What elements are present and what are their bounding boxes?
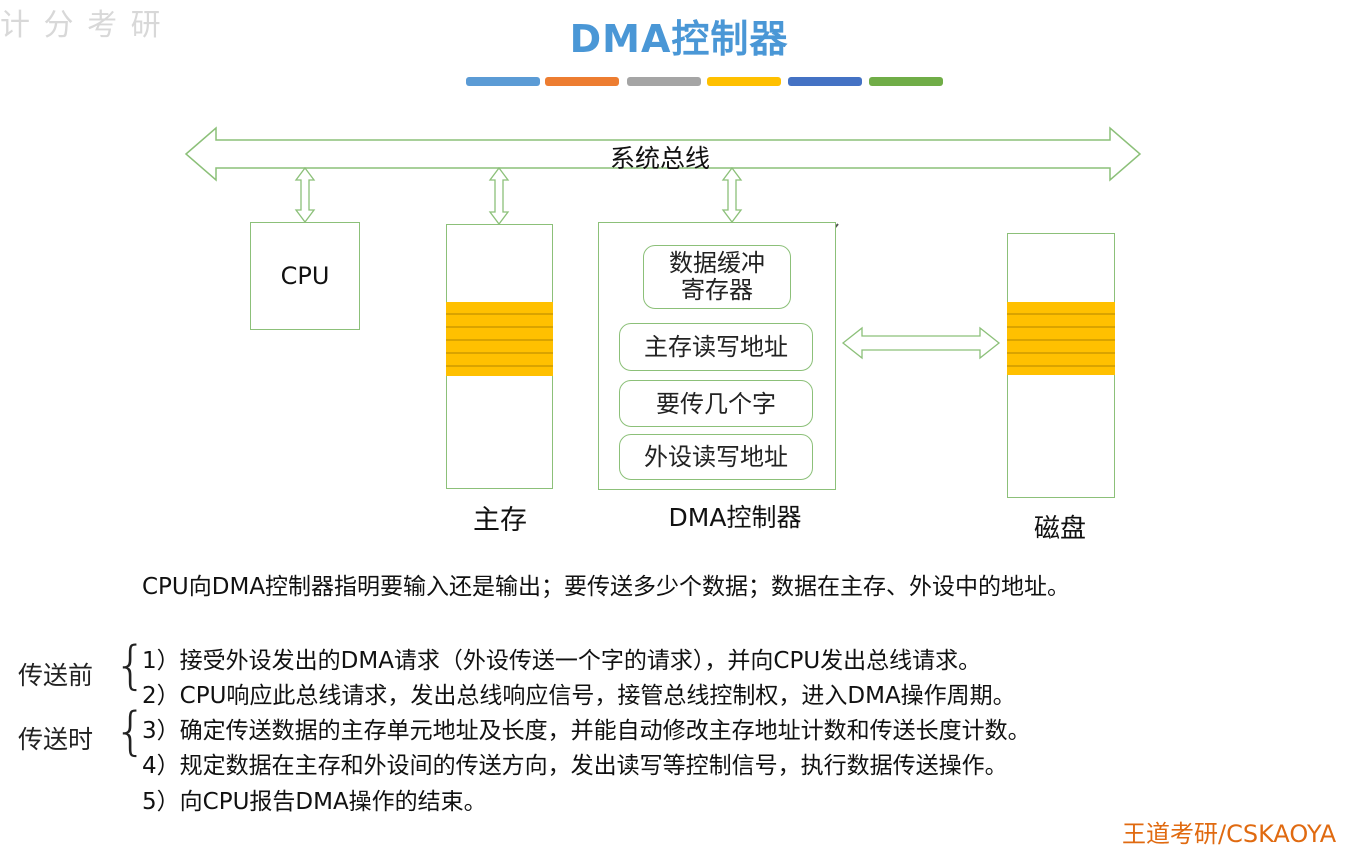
memory-bus-link-arrow bbox=[488, 166, 510, 226]
device-address-register: 外设读写地址 bbox=[619, 434, 813, 480]
cpu-label: CPU bbox=[280, 262, 330, 290]
divider-bar-yellow bbox=[707, 77, 781, 86]
summary-text: CPU向DMA控制器指明要输入还是输出；要传送多少个数据；数据在主存、外设中的地… bbox=[142, 574, 1071, 600]
memory-data-block bbox=[446, 302, 553, 376]
memory-address-register: 主存读写地址 bbox=[619, 323, 813, 371]
data-buffer-register: 数据缓冲 寄存器 bbox=[643, 245, 791, 309]
divider-bar-green bbox=[869, 77, 943, 86]
dma-controller-label: DMA控制器 bbox=[668, 503, 802, 532]
divider-bar-darkblue bbox=[788, 77, 862, 86]
divider-bar-orange bbox=[545, 77, 619, 86]
phase-during-label: 传送时 bbox=[18, 725, 94, 754]
disk-data-block bbox=[1007, 302, 1115, 375]
word-count-register: 要传几个字 bbox=[619, 380, 813, 427]
system-bus-arrow bbox=[184, 126, 1142, 182]
step-4: 4）规定数据在主存和外设间的传送方向，发出读写等控制信号，执行数据传送操作。 bbox=[142, 753, 1008, 779]
brand-watermark: 王道考研/CSKAOYA bbox=[1122, 820, 1337, 848]
cpu-box: CPU bbox=[250, 222, 360, 330]
step-2: 2）CPU响应此总线请求，发出总线响应信号，接管总线控制权，进入DMA操作周期。 bbox=[142, 683, 1016, 709]
dma-bus-link-arrow bbox=[721, 166, 743, 224]
diagram-connectors bbox=[184, 126, 1142, 360]
phase-during-brace: { bbox=[114, 702, 148, 762]
step-1: 1）接受外设发出的DMA请求（外设传送一个字的请求），并向CPU发出总线请求。 bbox=[142, 648, 982, 674]
divider-bar-gray bbox=[627, 77, 701, 86]
step-3: 3）确定传送数据的主存单元地址及长度，并能自动修改主存地址计数和传送长度计数。 bbox=[142, 718, 1031, 744]
cpu-bus-link-arrow bbox=[294, 166, 316, 224]
disk-label: 磁盘 bbox=[1033, 514, 1086, 544]
corner-watermark-text: 计 分 考 研 bbox=[0, 8, 163, 43]
dma-disk-link-arrow bbox=[841, 326, 1001, 360]
page-title: DMA控制器 bbox=[569, 17, 789, 61]
step-5: 5）向CPU报告DMA操作的结束。 bbox=[142, 789, 487, 815]
divider-bar-blue bbox=[466, 77, 540, 86]
memory-label: 主存 bbox=[473, 505, 527, 536]
phase-before-brace: { bbox=[114, 636, 148, 696]
phase-before-label: 传送前 bbox=[18, 661, 94, 690]
system-bus-label: 系统总线 bbox=[609, 144, 710, 173]
